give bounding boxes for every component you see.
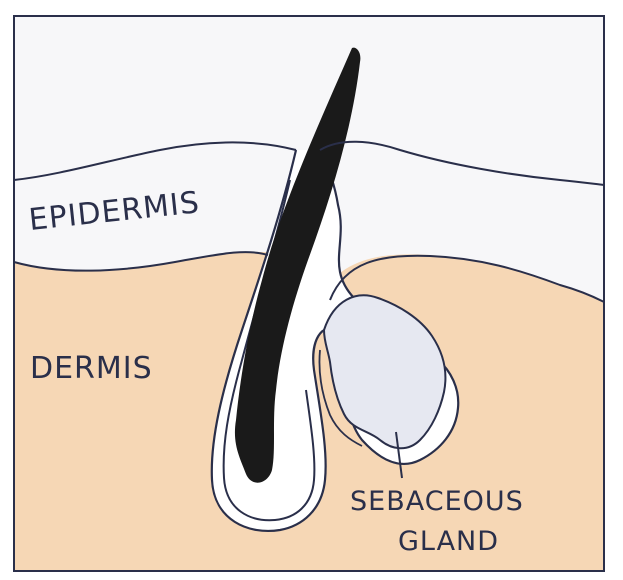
dermis-label: DERMIS bbox=[30, 351, 153, 386]
gland-label-line1: SEBACEOUS bbox=[350, 486, 524, 517]
gland-label-line2: GLAND bbox=[398, 526, 499, 557]
